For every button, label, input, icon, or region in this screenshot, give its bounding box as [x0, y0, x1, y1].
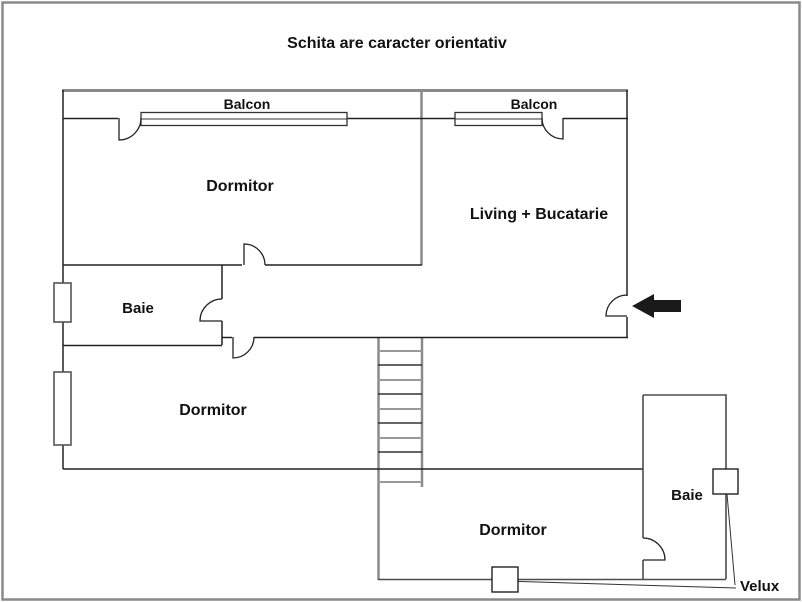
- room-label-dormitor-top: Dormitor: [206, 178, 274, 195]
- door-baie-left: [199, 298, 223, 322]
- velux-window-right: [712, 468, 739, 495]
- velux-pointer-line-right: [726, 493, 736, 586]
- room-label-balcon-left: Balcon: [224, 96, 271, 112]
- stairs-treads: [378, 350, 422, 483]
- window-baie-left: [53, 282, 72, 323]
- room-label-balcon-right: Balcon: [511, 96, 558, 112]
- main-walls: [62, 90, 643, 470]
- doors: [118, 117, 666, 561]
- velux-pointer-line-bottom: [504, 580, 737, 589]
- annex-walls: [378, 394, 727, 581]
- velux-window-bottom: [491, 566, 519, 593]
- door-dormitor-middle: [232, 336, 255, 359]
- room-label-baie-right: Baie: [671, 487, 703, 504]
- door-dormitor-top: [243, 243, 266, 266]
- window-dormitor-middle: [53, 371, 72, 446]
- door-baie-right: [642, 537, 666, 561]
- door-balcony-left: [118, 117, 142, 141]
- room-label-living-bucatarie: Living + Bucatarie: [470, 206, 608, 223]
- windows: [53, 111, 543, 446]
- plan-title: Schita are caracter orientativ: [287, 35, 507, 52]
- velux-markers: [491, 468, 739, 593]
- room-label-baie-left: Baie: [122, 300, 154, 317]
- door-entrance: [605, 294, 628, 317]
- entrance-arrow-icon: [632, 294, 681, 318]
- room-label-dormitor-bottom: Dormitor: [479, 522, 547, 539]
- door-balcony-right: [541, 117, 564, 140]
- secondary-walls: [62, 89, 628, 580]
- annotation-velux: Velux: [740, 578, 780, 595]
- room-label-dormitor-middle: Dormitor: [179, 402, 247, 419]
- wall-baie-right-top-right: [643, 394, 727, 579]
